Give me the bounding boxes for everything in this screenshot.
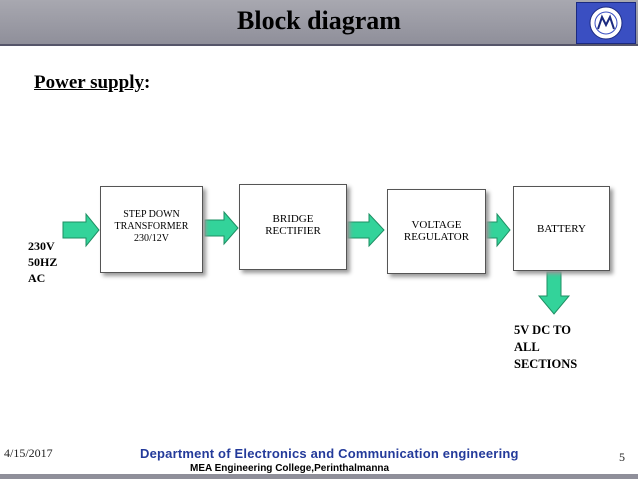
output-arrow bbox=[537, 271, 571, 315]
arrow-transformer-to-rectifier bbox=[204, 210, 239, 246]
slide-number: 5 bbox=[619, 450, 625, 464]
block-label-line: REGULATOR bbox=[403, 231, 470, 243]
input-label-line: 230V bbox=[28, 239, 55, 253]
college-logo bbox=[576, 2, 636, 44]
section-heading-colon: : bbox=[143, 72, 151, 93]
slide-title: Block diagram bbox=[237, 6, 401, 35]
title-bar: Block diagram bbox=[0, 0, 638, 46]
footer-college: MEA Engineering College,Perinthalmanna bbox=[190, 463, 390, 474]
output-label-line: SECTIONS bbox=[514, 357, 578, 371]
output-label-line: 5V DC TO bbox=[514, 323, 571, 337]
block-label-line: BRIDGE bbox=[272, 213, 314, 225]
input-label-line: AC bbox=[28, 271, 46, 285]
block-battery: BATTERY bbox=[513, 186, 610, 271]
block-bridge-rectifier: BRIDGE RECTIFIER bbox=[239, 184, 347, 270]
input-arrow bbox=[62, 212, 100, 248]
footer-bar bbox=[0, 474, 638, 479]
block-label-line: VOLTAGE bbox=[411, 219, 462, 231]
block-label-line: BATTERY bbox=[537, 223, 586, 235]
block-label-line: RECTIFIER bbox=[265, 225, 321, 237]
block-label-line: TRANSFORMER bbox=[114, 221, 189, 232]
arrow-rectifier-to-regulator bbox=[347, 212, 385, 248]
emblem-icon bbox=[589, 6, 623, 40]
block-label-line: STEP DOWN bbox=[123, 209, 180, 220]
footer-date: 4/15/2017 bbox=[4, 446, 53, 460]
input-label-line: 50HZ bbox=[28, 255, 58, 269]
arrow-regulator-to-battery bbox=[486, 212, 511, 248]
output-label: 5V DC TO ALL SECTIONS bbox=[514, 322, 577, 373]
section-heading: Power supply: bbox=[34, 72, 150, 94]
input-label: 230V 50HZ AC bbox=[28, 238, 57, 286]
footer-department: Department of Electronics and Communicat… bbox=[140, 446, 519, 461]
block-step-down-transformer: STEP DOWN TRANSFORMER 230/12V bbox=[100, 186, 203, 273]
block-voltage-regulator: VOLTAGE REGULATOR bbox=[387, 189, 486, 274]
section-heading-text: Power supply bbox=[34, 72, 144, 93]
block-label-line: 230/12V bbox=[134, 233, 169, 244]
output-label-line: ALL bbox=[514, 340, 540, 354]
